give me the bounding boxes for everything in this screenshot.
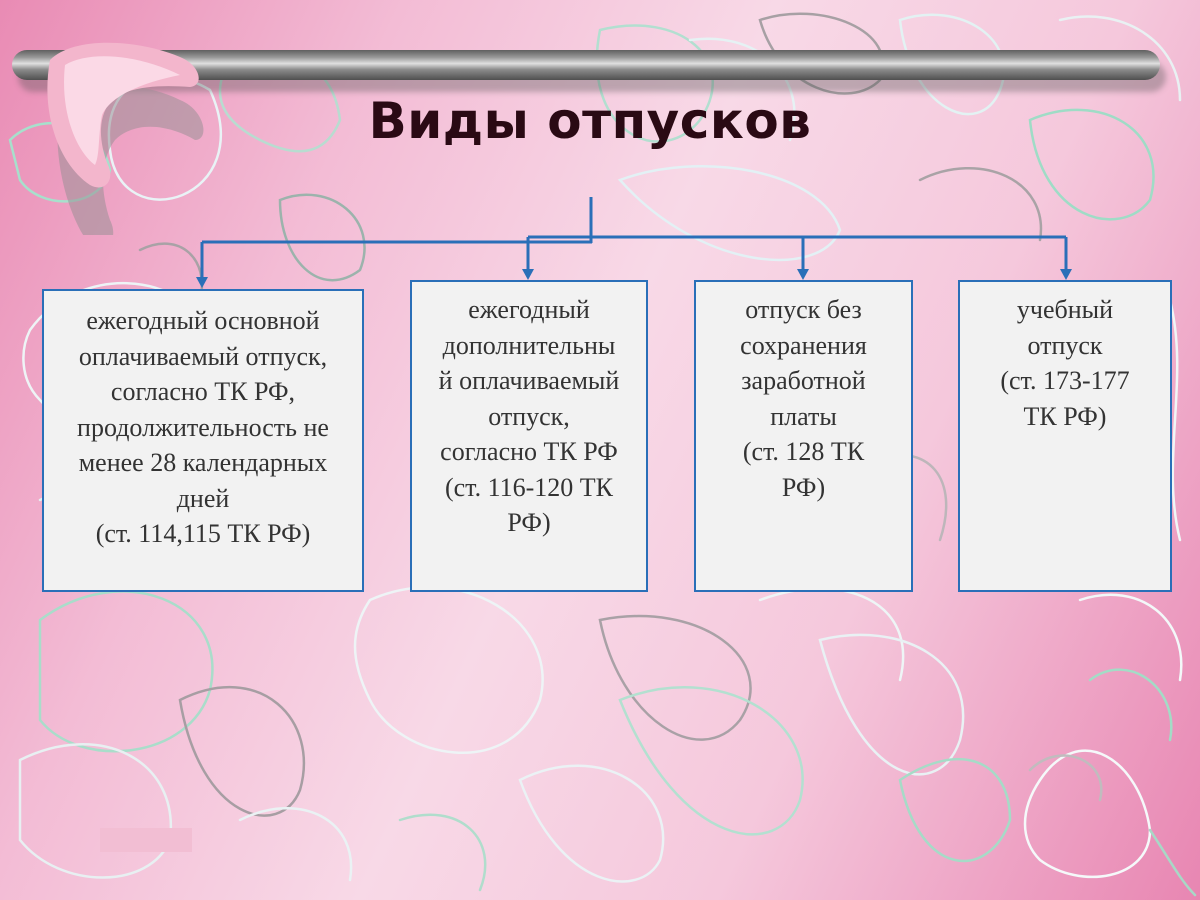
box-line: (ст. 114,115 ТК РФ) xyxy=(95,519,311,548)
box-line: платы xyxy=(770,401,837,431)
box-line: заработной xyxy=(741,366,866,395)
box-line: ежегодный xyxy=(468,295,590,324)
box-line: дополнительны xyxy=(442,330,616,360)
box-line: отпуск без xyxy=(745,295,862,324)
boomerang-icon xyxy=(47,42,204,235)
box-line: отпуск, xyxy=(488,401,570,431)
box-line: РФ) xyxy=(507,508,551,537)
box-line: оплачиваемый отпуск, xyxy=(78,341,328,371)
box-line: согласно ТК РФ xyxy=(440,437,618,466)
box-line: РФ) xyxy=(781,472,826,502)
leave-type-annual-basic: ежегодный основной оплачиваемый отпуск, … xyxy=(42,289,364,592)
box-line: согласно ТК РФ, xyxy=(110,377,296,406)
box-line: й оплачиваемый xyxy=(438,366,620,395)
leave-type-annual-additional: ежегодный дополнительны й оплачиваемый о… xyxy=(410,280,648,592)
box-line: ежегодный основной xyxy=(86,306,320,335)
box-line: продолжительность не xyxy=(77,412,329,442)
box-line: менее 28 календарных xyxy=(78,448,328,477)
box-line: учебный xyxy=(1016,295,1114,324)
slide-title: Виды отпусков xyxy=(368,92,812,150)
box-line: отпуск xyxy=(1027,330,1103,360)
box-line: (ст. 116-120 ТК xyxy=(444,472,614,502)
box-line: (ст. 173-177 xyxy=(1000,366,1130,395)
box-line: ТК РФ) xyxy=(1023,401,1107,431)
box-line: (ст. 128 ТК xyxy=(742,437,865,466)
leave-type-unpaid: отпуск без сохранения заработной платы (… xyxy=(694,280,913,592)
org-chart-connectors xyxy=(196,197,1072,288)
decorative-rectangle xyxy=(100,828,192,852)
leave-type-study: учебный отпуск (ст. 173-177 ТК РФ) xyxy=(958,280,1172,592)
box-line: сохранения xyxy=(740,330,867,360)
curtain-rod-icon xyxy=(12,50,1160,80)
box-line: дней xyxy=(176,483,230,513)
